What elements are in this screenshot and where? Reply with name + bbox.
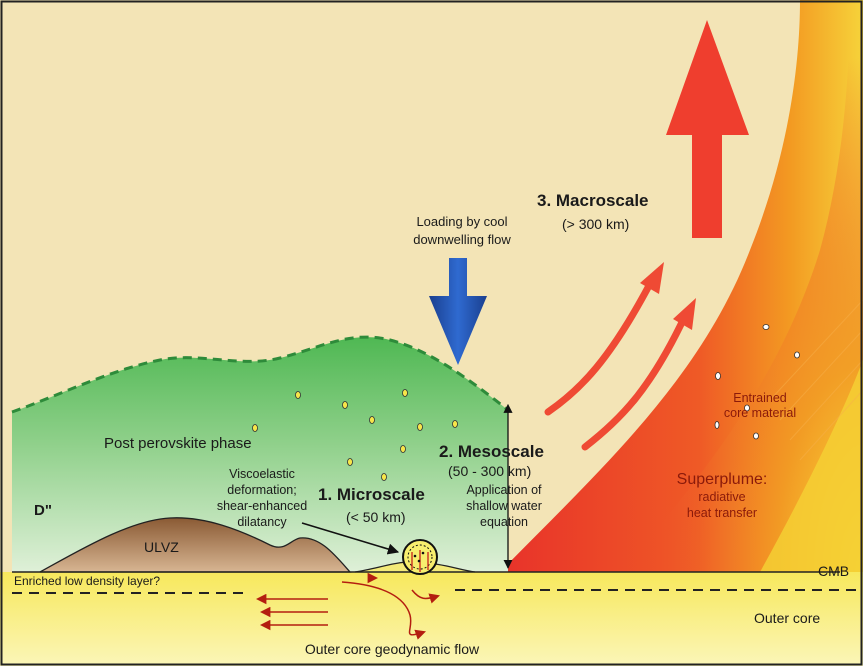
- viscoelastic-line2: deformation;: [227, 483, 296, 497]
- post-perovskite-boundary: [11, 335, 509, 414]
- entrained-core-blobs: [714, 324, 800, 440]
- downwelling-arrow: [429, 258, 487, 365]
- outer-core-label: Outer core: [754, 610, 820, 626]
- macroscale-title: 3. Macroscale: [537, 191, 649, 210]
- d-double-prime-label: D": [34, 502, 52, 519]
- mesoscale-arrow-upper-head: [640, 262, 664, 294]
- superplume-title: Superplume:: [677, 471, 768, 488]
- microscale-circle: [402, 539, 438, 575]
- mesoscale-title: 2. Mesoscale: [439, 442, 544, 461]
- inclusions: [252, 389, 458, 481]
- application-line1: Application of: [466, 483, 542, 497]
- macroscale-range: (> 300 km): [562, 216, 629, 232]
- post-perovskite-label: Post perovskite phase: [104, 435, 252, 452]
- mesoscale-range: (50 - 300 km): [448, 463, 531, 479]
- entrained-line2: core material: [724, 406, 796, 420]
- ulvz-label: ULVZ: [144, 539, 179, 555]
- viscoelastic-line1: Viscoelastic: [229, 467, 295, 481]
- superplume-line1: radiative: [698, 490, 745, 504]
- ulvz-mound: [39, 517, 352, 573]
- enriched-layer-label: Enriched low density layer?: [14, 574, 160, 588]
- cmb-label: CMB: [818, 563, 849, 579]
- entrained-line1: Entrained: [733, 391, 787, 405]
- superplume-line2: heat transfer: [687, 506, 757, 520]
- microscale-title: 1. Microscale: [318, 485, 425, 504]
- application-line3: equation: [480, 515, 528, 529]
- outer-core-region: [0, 572, 863, 666]
- mesoscale-arrow-lower: [581, 312, 689, 451]
- application-line2: shallow water: [466, 499, 542, 513]
- mesoscale-arrow-upper: [544, 276, 656, 416]
- viscoelastic-pointer: [301, 522, 400, 555]
- outer-core-flow-arrows: [255, 572, 441, 640]
- loading-label-line2: downwelling flow: [413, 232, 511, 247]
- outer-core-flow-label: Outer core geodynamic flow: [305, 641, 480, 657]
- viscoelastic-line4: dilatancy: [237, 515, 287, 529]
- post-perovskite-layer: [12, 337, 508, 572]
- microscale-range: (< 50 km): [346, 509, 406, 525]
- macroscale-arrow: [666, 20, 749, 238]
- superplume: [500, 0, 863, 572]
- loading-label-line1: Loading by cool: [416, 214, 507, 229]
- viscoelastic-line3: shear-enhanced: [217, 499, 307, 513]
- mesoscale-arrow-lower-head: [673, 298, 696, 330]
